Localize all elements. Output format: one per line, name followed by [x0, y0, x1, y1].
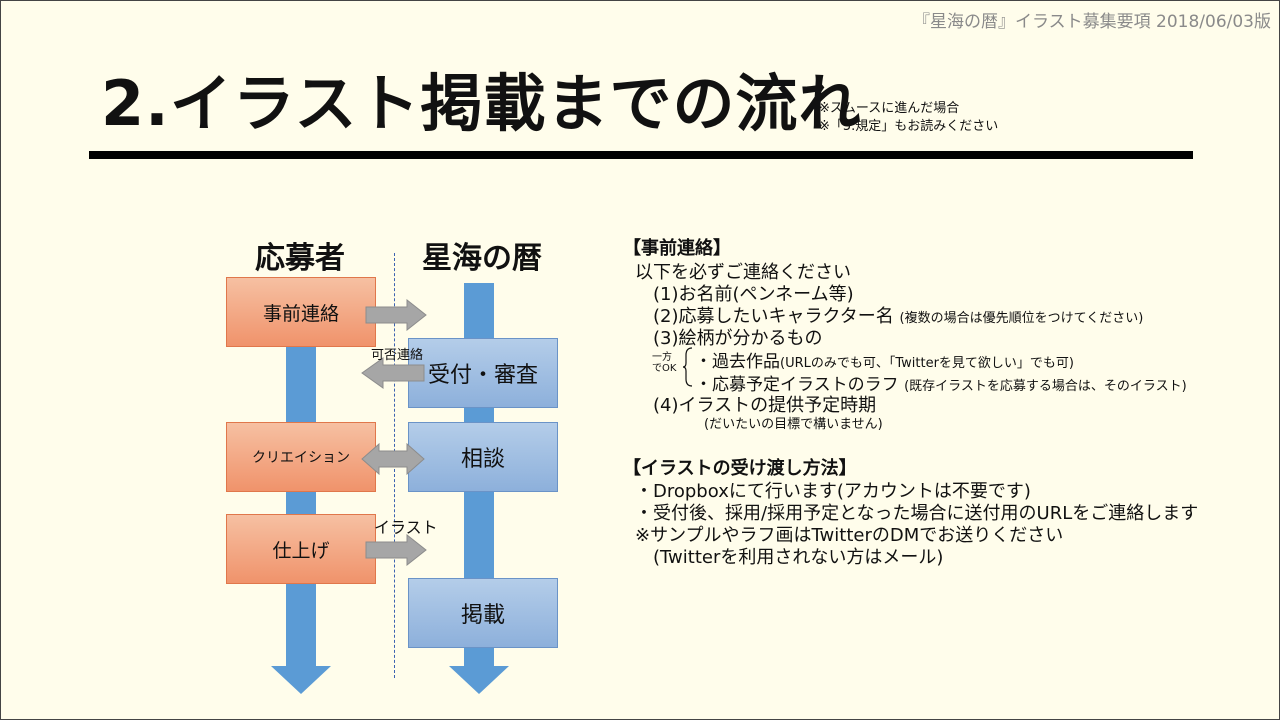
step-review: 受付・審査	[408, 338, 558, 408]
step-consult: 相談	[408, 422, 558, 492]
delivery-line-2: ・受付後、採用/採用予定となった場合に送付用のURLをご連絡します	[635, 503, 1199, 524]
delivery-line-1: ・Dropboxにて行います(アカウントは不要です)	[635, 481, 1031, 502]
applicant-flow-arrow-head	[271, 666, 331, 694]
delivery-line-4: (Twitterを利用されない方はメール)	[653, 547, 944, 568]
right-arrow-contact	[365, 299, 427, 331]
contact-item-3: (3)絵柄が分かるもの	[653, 328, 823, 349]
title-underline	[89, 151, 1193, 159]
section-delivery-title: 【イラストの受け渡し方法】	[623, 458, 857, 479]
section-prior-contact-title: 【事前連絡】	[623, 238, 731, 259]
contact-item-1: (1)お名前(ペンネーム等)	[653, 284, 854, 305]
delivery-line-3: ※サンプルやラフ画はTwitterのDMでお送りください	[635, 525, 1064, 546]
contact-item-2: (2)応募したいキャラクター名 (複数の場合は優先順位をつけてください)	[653, 306, 1144, 327]
either-bracket	[683, 347, 693, 387]
contact-item-4-note: (だいたいの目標で構いません)	[704, 417, 883, 432]
contact-item-4: (4)イラストの提供予定時期	[653, 395, 877, 416]
either-label: 一方 でOK	[652, 352, 677, 374]
contact-sub-2: ・応募予定イラストのラフ (既存イラストを応募する場合は、そのイラスト)	[695, 375, 1187, 395]
step-creation: クリエイション	[226, 422, 376, 492]
lane-header-studio: 星海の暦	[422, 241, 542, 276]
result-notice-label: 可否連絡	[371, 348, 424, 363]
header-note: 『星海の暦』イラスト募集要項 2018/06/03版	[912, 12, 1271, 32]
title-note-2: ※「5.規定」もお読みください	[819, 119, 999, 134]
right-arrow-illust	[365, 534, 427, 566]
lane-header-applicant: 応募者	[255, 241, 345, 276]
illust-label: イラスト	[374, 518, 438, 537]
double-arrow-consult	[361, 443, 425, 475]
step-publish: 掲載	[408, 578, 558, 648]
step-finish: 仕上げ	[226, 514, 376, 584]
left-arrow-result	[361, 357, 425, 389]
step-prior-contact: 事前連絡	[226, 277, 376, 347]
applicant-flow-arrow-shaft	[286, 341, 316, 666]
section-prior-contact-intro: 以下を必ずご連絡ください	[635, 262, 851, 283]
slide-title: 2.イラスト掲載までの流れ	[101, 67, 862, 140]
title-note-1: ※スムースに進んだ場合	[819, 101, 960, 116]
studio-flow-arrow-head	[449, 666, 509, 694]
contact-sub-1: ・過去作品(URLのみでも可、「Twitterを見て欲しい」でも可)	[695, 352, 1075, 372]
